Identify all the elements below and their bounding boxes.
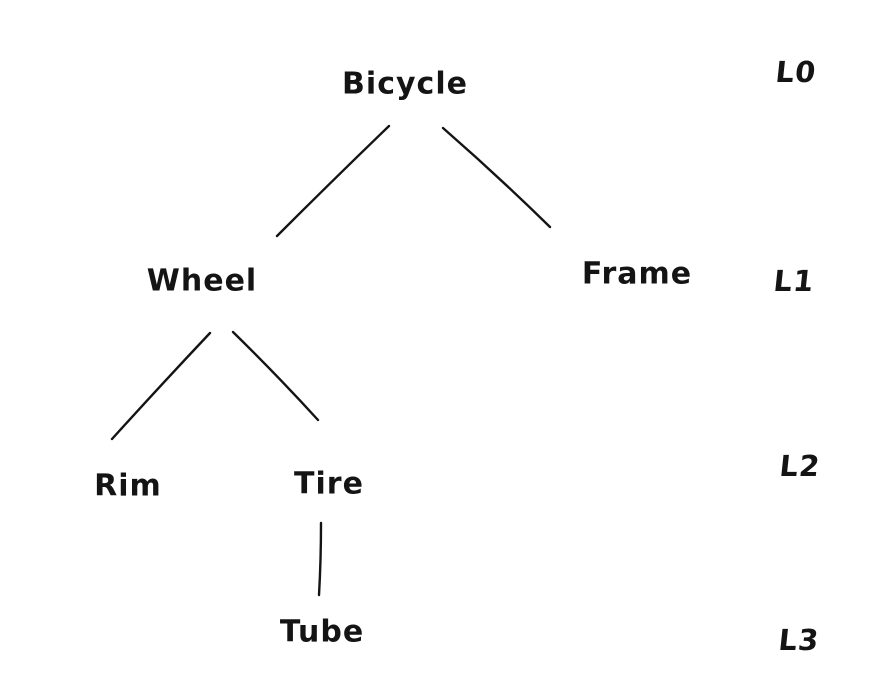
level-label-l2: L2: [777, 449, 823, 483]
level-label-l1: L1: [771, 264, 817, 298]
tree-node-wheel: Wheel: [146, 263, 258, 299]
edge-wheel-rim: [110, 331, 212, 441]
edge-tire-tube: [317, 521, 323, 597]
tree-node-rim: Rim: [94, 468, 162, 504]
level-label-l3: L3: [776, 623, 822, 657]
edge-wheel-tire: [231, 330, 320, 422]
tree-node-tire: Tire: [294, 466, 364, 502]
edge-bicycle-wheel: [275, 124, 391, 238]
tree-node-bicycle: Bicycle: [342, 66, 468, 102]
level-label-l0: L0: [773, 55, 819, 89]
tree-node-tube: Tube: [279, 614, 365, 650]
edge-bicycle-frame: [441, 126, 552, 229]
tree-node-frame: Frame: [581, 256, 693, 292]
